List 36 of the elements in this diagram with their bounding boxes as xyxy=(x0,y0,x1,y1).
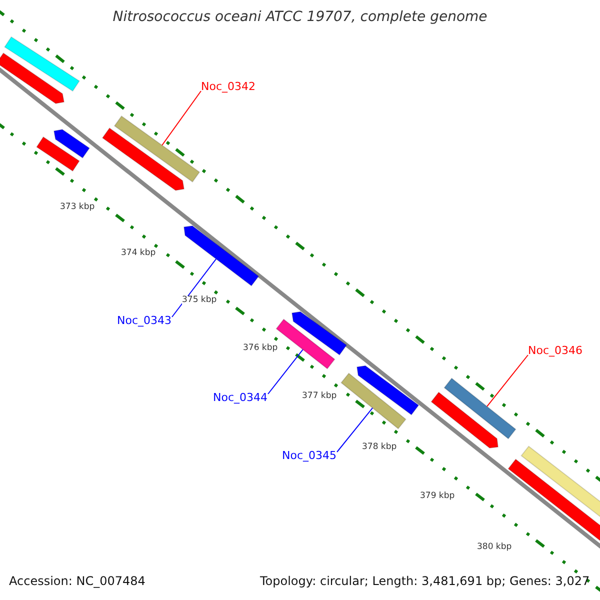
gene-bar xyxy=(183,225,260,286)
info-text: Accession: NC_007484 xyxy=(9,575,146,588)
gene-bar xyxy=(508,458,600,542)
gene-label: Noc_0346 xyxy=(528,345,583,358)
gene-bar xyxy=(356,365,420,416)
gene-bar xyxy=(102,127,185,191)
leader-line xyxy=(162,90,202,146)
scale-label: 380 kbp xyxy=(477,543,512,552)
leader-line xyxy=(268,349,304,394)
gene-bar xyxy=(36,136,80,172)
title: Nitrosococcus oceani ATCC 19707, complete genome xyxy=(112,10,488,26)
gene-label: Noc_0344 xyxy=(213,392,268,404)
gene-bar xyxy=(0,52,65,104)
leader-line xyxy=(336,407,374,452)
leader-line xyxy=(172,258,217,318)
scale-label: 373 kbp xyxy=(60,203,95,212)
info-text: Topology: circular; Length: 3,481,691 bp; Genes: 3,027 xyxy=(260,575,590,588)
gene-label: Noc_0342 xyxy=(201,81,256,94)
gene-label: Noc_0345 xyxy=(282,450,337,462)
gene-bar xyxy=(291,311,348,356)
gene-bar xyxy=(4,36,80,92)
gene-bar xyxy=(520,446,600,518)
gene-bar xyxy=(114,115,200,183)
scale-label: 379 kbp xyxy=(420,492,455,502)
gene-bar xyxy=(276,318,336,370)
scale-label: 378 kbp xyxy=(362,443,397,452)
gene-bar xyxy=(430,392,499,449)
gene-bar xyxy=(444,378,516,440)
gene-bar xyxy=(53,128,90,159)
scale-label: 377 kbp xyxy=(302,392,337,402)
scale-label: 376 kbp xyxy=(243,344,278,354)
scale-label: 374 kbp xyxy=(121,249,156,258)
gene-label: Noc_0343 xyxy=(117,315,172,328)
leader-line xyxy=(486,354,528,407)
gene-bar xyxy=(340,372,406,430)
scale-label: 375 kbp xyxy=(182,296,217,306)
